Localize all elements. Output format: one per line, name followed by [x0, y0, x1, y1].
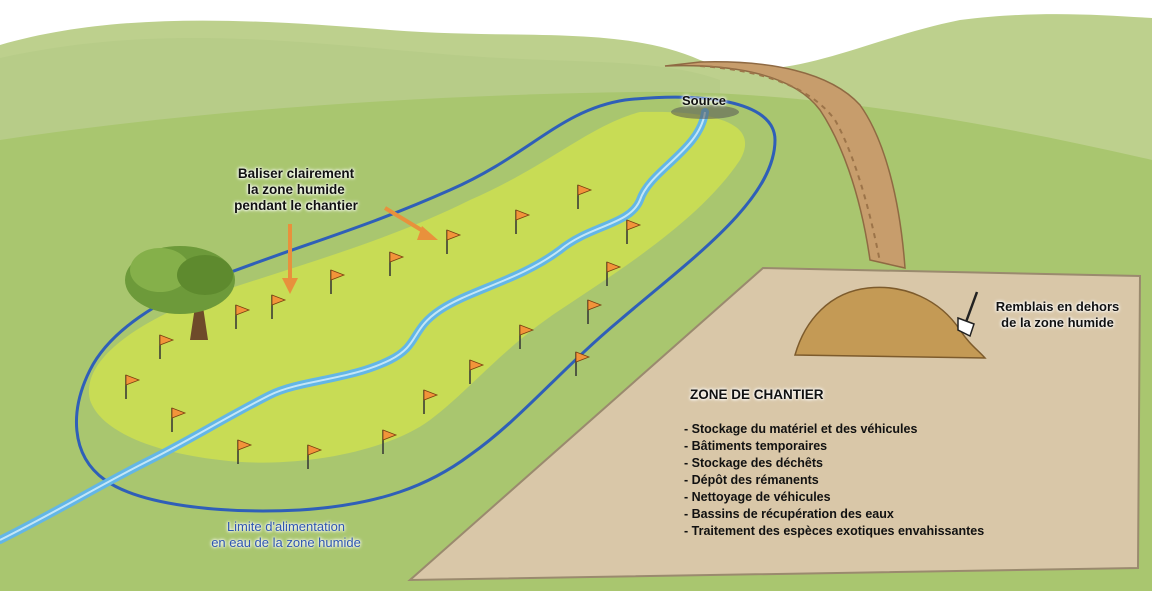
mark-wetland-line: la zone humide — [247, 182, 345, 197]
flag-icon — [271, 294, 287, 319]
flag-icon — [575, 351, 591, 376]
spring — [671, 105, 739, 119]
tree-icon — [125, 246, 235, 340]
fill-label-line: de la zone humide — [1001, 315, 1114, 330]
work-zone-item: Traitement des espèces exotiques envahis… — [684, 523, 985, 540]
flag-icon — [389, 251, 405, 276]
flag-markers — [125, 184, 642, 469]
flag-icon — [171, 407, 187, 432]
flag-icon — [606, 261, 622, 286]
flag-icon — [159, 334, 175, 359]
feeding-limit-line — [75, 95, 777, 513]
flag-icon — [125, 374, 141, 399]
fill-label-line: Remblais en dehors — [995, 299, 1120, 314]
work-zone-item: Stockage du matériel et des véhicules — [684, 421, 984, 438]
feeding-limit-line-text: en eau de la zone humide — [211, 535, 361, 550]
flag-icon — [330, 269, 346, 294]
path-rut — [699, 65, 881, 263]
feeding-limit-label: Limite d'alimentation en eau de la zone … — [186, 519, 386, 551]
flag-icon — [515, 209, 531, 234]
work-zone-item: Bassins de récupération des eaux — [684, 506, 984, 523]
mark-wetland-line: Baliser clairement — [237, 166, 355, 181]
flag-icon — [382, 429, 398, 454]
wetland-zone — [88, 111, 746, 463]
source-label: Source — [681, 93, 727, 108]
shovel-icon — [957, 291, 979, 338]
mark-wetland-line: pendant le chantier — [234, 198, 358, 213]
flag-icon — [235, 304, 251, 329]
work-zone-item: Nettoyage de véhicules — [684, 489, 984, 506]
fill-label: Remblais en dehors de la zone humide — [980, 299, 1135, 331]
work-zone-item: Bâtiments temporaires — [684, 438, 984, 455]
fill-pile — [794, 286, 987, 359]
flag-icon — [587, 299, 603, 324]
work-zone-title: ZONE DE CHANTIER — [690, 387, 824, 402]
work-zone-item: Dépôt des rémanents — [684, 472, 984, 489]
flag-icon — [446, 229, 462, 254]
flag-icon — [237, 439, 253, 464]
work-zone-list: Stockage du matériel et des véhicules Bâ… — [684, 421, 985, 540]
dirt-path — [664, 61, 906, 269]
flag-icon — [423, 389, 439, 414]
stream-highlight — [0, 111, 706, 541]
flag-icon — [577, 184, 593, 209]
flag-icon — [626, 219, 642, 244]
feeding-limit-line-text: Limite d'alimentation — [226, 519, 346, 534]
flag-icon — [469, 359, 485, 384]
mark-wetland-label: Baliser clairement la zone humide pendan… — [212, 166, 380, 214]
flag-icon — [519, 324, 535, 349]
arrow-icon — [282, 206, 438, 294]
flag-icon — [307, 444, 323, 469]
work-zone-item: Stockage des déchêts — [684, 455, 984, 472]
